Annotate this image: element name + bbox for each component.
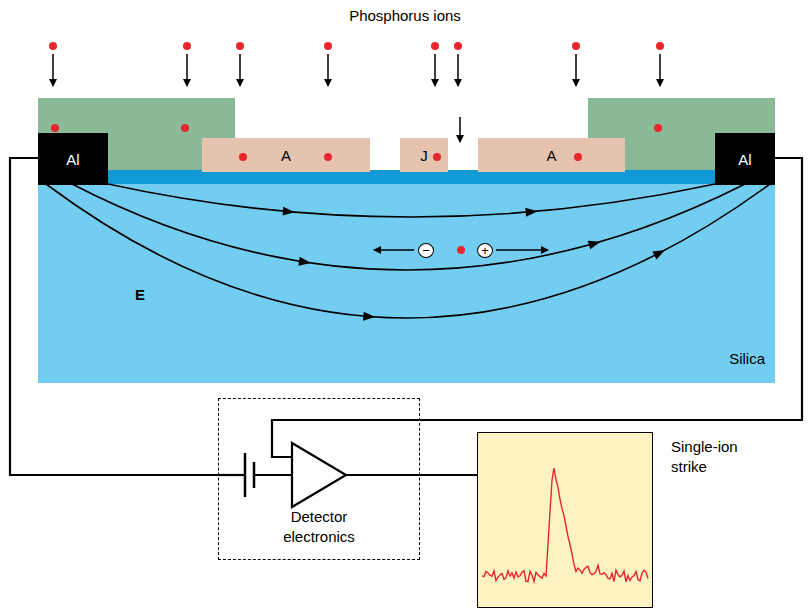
node-text: Silica xyxy=(729,350,765,367)
phosphorus-ion xyxy=(324,153,332,161)
electron-drift-arrow xyxy=(374,249,414,251)
signal-wire xyxy=(420,474,477,476)
detector-box: Detector electronics xyxy=(218,398,420,560)
phosphorus-ion xyxy=(457,246,465,254)
electron-circle: − xyxy=(418,243,434,258)
ion-arrows xyxy=(49,42,664,142)
gate-electrode: A xyxy=(478,138,625,172)
node-text: A xyxy=(281,147,291,164)
node-text: Al xyxy=(66,151,79,168)
aluminium-electrode: Al xyxy=(38,133,108,185)
phosphorus-ion xyxy=(51,124,59,132)
node-text: Detector electronics xyxy=(254,507,384,547)
field-lines xyxy=(46,184,770,321)
node-text: Single-ion strike xyxy=(671,437,776,477)
silica-region: Silica − + xyxy=(38,183,775,383)
signal-wire xyxy=(10,158,218,475)
ion-label: Phosphorus ions xyxy=(0,7,810,24)
signal-wire xyxy=(420,158,802,420)
field-label: E xyxy=(135,286,145,303)
gate-electrode: A xyxy=(202,138,370,172)
oxide-strip xyxy=(38,170,775,184)
silica-substrate xyxy=(38,183,775,383)
gate-electrode: J xyxy=(400,138,448,172)
phosphorus-ion xyxy=(239,153,247,161)
detector-wiring xyxy=(218,420,420,507)
signal-trace xyxy=(482,468,648,582)
hole-circle: + xyxy=(477,243,493,258)
phosphorus-ion xyxy=(181,124,189,132)
node-text: + xyxy=(481,244,489,257)
aluminium-electrode: Al xyxy=(715,133,775,185)
phosphorus-ion xyxy=(433,153,441,161)
node-text: J xyxy=(420,147,428,164)
oscilloscope-screen: Single-ion strike xyxy=(477,432,653,608)
node-text: Al xyxy=(738,151,751,168)
phosphorus-ion xyxy=(574,153,582,161)
node-text: − xyxy=(422,244,430,257)
hole-drift-arrow xyxy=(496,249,548,251)
node-text: A xyxy=(546,147,556,164)
phosphorus-ion xyxy=(654,124,662,132)
